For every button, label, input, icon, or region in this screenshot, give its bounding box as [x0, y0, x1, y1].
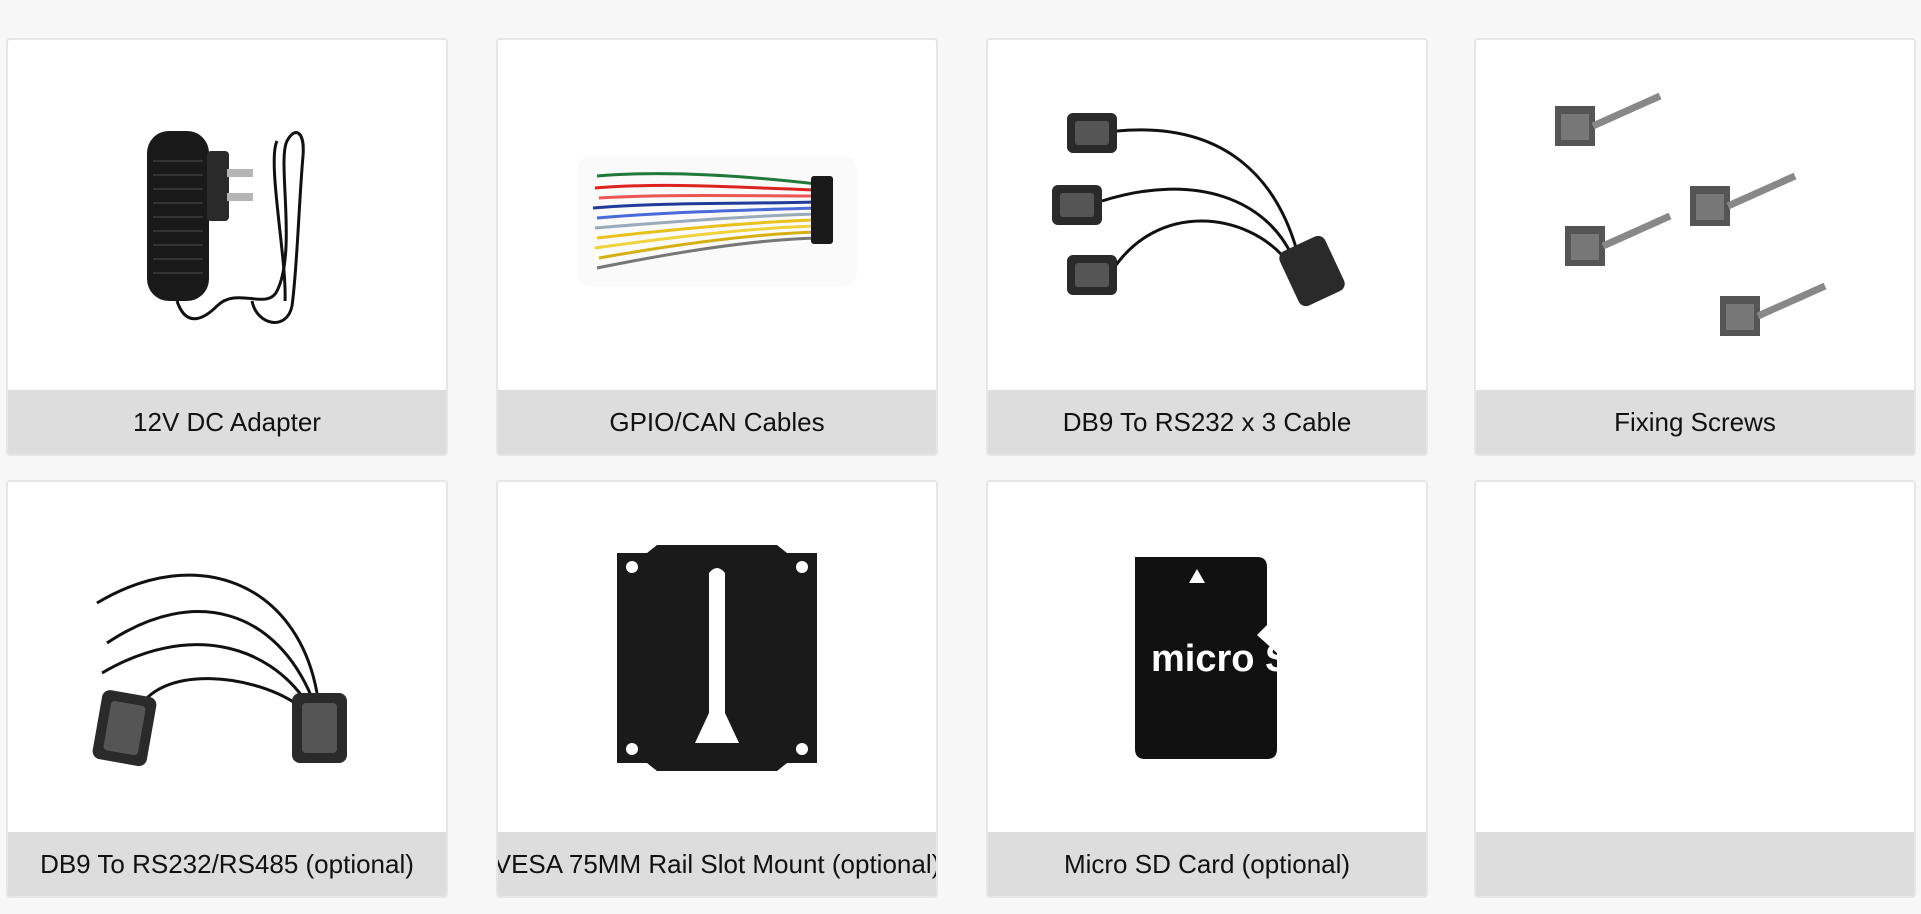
db9-rs485-cable-icon	[92, 573, 347, 767]
dc-adapter-icon	[147, 131, 305, 324]
accessory-caption: Fixing Screws	[1476, 390, 1914, 454]
accessory-caption	[1476, 832, 1914, 896]
gpio-can-cables-icon	[577, 156, 857, 286]
db9-rs232-cable-image	[988, 40, 1426, 392]
accessory-caption: DB9 To RS232/RS485 (optional)	[8, 832, 446, 896]
fixing-screws-icon	[1555, 92, 1827, 336]
accessory-caption: DB9 To RS232 x 3 Cable	[988, 390, 1426, 454]
accessory-card-dc-adapter: 12V DC Adapter	[6, 38, 448, 456]
micro-sd-logo: micro SD	[1151, 638, 1287, 680]
accessory-caption: VESA 75MM Rail Slot Mount (optional)	[498, 832, 936, 896]
micro-sd-card-image: micro SD	[988, 482, 1426, 834]
micro-sd-card-icon: micro SD	[1135, 557, 1287, 759]
accessory-card-gpio-can-cables: GPIO/CAN Cables	[496, 38, 938, 456]
empty-image	[1476, 482, 1914, 834]
dc-adapter-image	[8, 40, 446, 392]
accessory-card-micro-sd-card: micro SD Micro SD Card (optional)	[986, 480, 1428, 898]
db9-rs485-cable-image	[8, 482, 446, 834]
fixing-screws-image	[1476, 40, 1914, 392]
accessory-card-empty	[1474, 480, 1916, 898]
accessory-caption: 12V DC Adapter	[8, 390, 446, 454]
accessory-caption: Micro SD Card (optional)	[988, 832, 1426, 896]
accessory-card-vesa-mount: VESA 75MM Rail Slot Mount (optional)	[496, 480, 938, 898]
accessory-caption: GPIO/CAN Cables	[498, 390, 936, 454]
accessory-card-db9-rs485-cable: DB9 To RS232/RS485 (optional)	[6, 480, 448, 898]
gpio-can-cables-image	[498, 40, 936, 392]
accessory-card-fixing-screws: Fixing Screws	[1474, 38, 1916, 456]
vesa-mount-image	[498, 482, 936, 834]
vesa-mount-icon	[617, 545, 817, 771]
accessory-card-db9-rs232-cable: DB9 To RS232 x 3 Cable	[986, 38, 1428, 456]
db9-rs232-cable-icon	[1052, 113, 1345, 307]
